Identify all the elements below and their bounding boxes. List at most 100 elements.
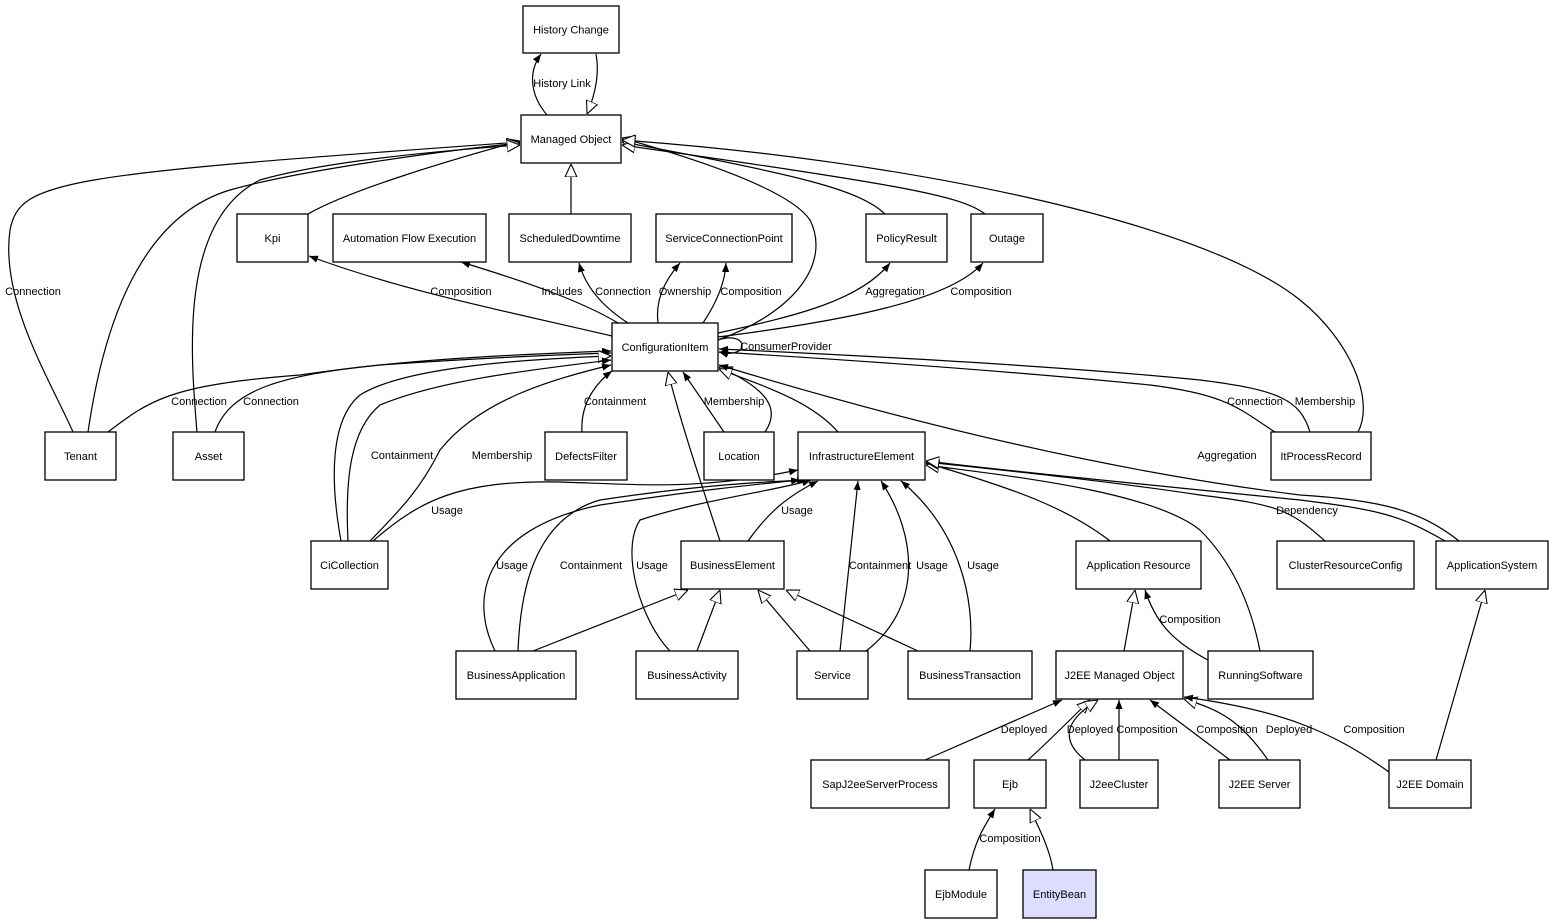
class-box — [635, 650, 739, 700]
edge-configuration-item-to-service-connection-point — [656, 262, 681, 324]
class-name: ScheduledDowntime — [520, 233, 621, 245]
class-node-outage[interactable]: Outage — [970, 213, 1044, 263]
class-box — [172, 431, 245, 481]
class-name: Automation Flow Execution — [343, 233, 476, 245]
class-node-policy-result[interactable]: PolicyResult — [865, 213, 948, 263]
edge-label: Usage — [496, 560, 528, 572]
class-node-business-application[interactable]: BusinessApplication — [455, 650, 577, 700]
class-name: Tenant — [64, 451, 97, 463]
edge-label: Composition — [720, 286, 781, 298]
class-node-infrastructure-element[interactable]: InfrastructureElement — [797, 431, 926, 481]
edge-label: Connection — [243, 396, 299, 408]
class-box — [1079, 759, 1159, 809]
class-box — [522, 5, 620, 54]
edge-configuration-item-to-configuration-item — [717, 337, 743, 358]
edge-label: Usage — [967, 560, 999, 572]
class-node-configuration-item[interactable]: ConfigurationItem — [611, 322, 719, 372]
edge-cluster-resource-config-to-infrastructure-element — [926, 462, 1326, 542]
class-name: RunningSoftware — [1218, 670, 1302, 682]
class-node-defects-filter[interactable]: DefectsFilter — [544, 431, 628, 481]
edge-j2ee-cluster-to-j2-ee-managed-object — [1068, 700, 1098, 761]
edge-business-transaction-to-infrastructure-element — [900, 480, 972, 652]
edge-label: Usage — [781, 505, 813, 517]
class-node-asset[interactable]: Asset — [172, 431, 245, 481]
edge-label: Deployed — [1001, 724, 1047, 736]
class-node-service-connection-point[interactable]: ServiceConnectionPoint — [655, 213, 793, 263]
edge-label: Membership — [472, 450, 533, 462]
class-node-business-activity[interactable]: BusinessActivity — [635, 650, 739, 700]
edge-label: Composition — [1116, 724, 1177, 736]
class-node-ci-collection[interactable]: CiCollection — [310, 540, 389, 590]
class-node-j2-ee-managed-object[interactable]: J2EE Managed Object — [1055, 650, 1184, 700]
class-box — [655, 213, 793, 263]
edge-configuration-item-to-automation-flow-execution — [460, 261, 619, 324]
class-box — [1276, 540, 1415, 590]
class-node-business-transaction[interactable]: BusinessTransaction — [907, 650, 1033, 700]
class-box — [703, 431, 775, 481]
class-node-it-process-record[interactable]: ItProcessRecord — [1270, 431, 1372, 481]
class-node-j2ee-cluster[interactable]: J2eeCluster — [1079, 759, 1159, 809]
edge-label: Includes — [542, 286, 583, 298]
edge-business-activity-to-business-element — [696, 590, 720, 652]
class-node-business-element[interactable]: BusinessElement — [680, 540, 785, 590]
class-node-j2-ee-domain[interactable]: J2EE Domain — [1388, 759, 1472, 809]
class-name: BusinessElement — [690, 560, 775, 572]
edge-business-element-to-configuration-item — [668, 372, 721, 542]
class-name: Outage — [989, 233, 1025, 245]
edge-label: Composition — [1196, 724, 1257, 736]
edge-ci-collection-to-infrastructure-element — [372, 468, 799, 542]
class-node-cluster-resource-config[interactable]: ClusterResourceConfig — [1276, 540, 1415, 590]
class-node-entity-bean[interactable]: EntityBean — [1022, 869, 1097, 919]
edge-label: Membership — [1295, 396, 1356, 408]
class-node-history-change[interactable]: History Change — [522, 5, 620, 54]
class-node-ejb-module[interactable]: EjbModule — [924, 869, 998, 919]
class-name: Location — [718, 451, 760, 463]
class-box — [508, 213, 632, 263]
class-node-application-resource[interactable]: Application Resource — [1075, 540, 1202, 590]
edge-j2-ee-server-to-j2-ee-managed-object — [1184, 699, 1269, 761]
edge-business-element-to-infrastructure-element — [747, 480, 819, 542]
edge-running-software-to-infrastructure-element — [926, 465, 1261, 652]
class-name: EjbModule — [935, 889, 987, 901]
edge-label: Deployed — [1067, 724, 1113, 736]
class-box — [796, 650, 869, 700]
edge-location-to-configuration-item — [682, 371, 725, 433]
edge-configuration-item-to-outage — [717, 262, 984, 338]
edge-outage-to-managed-object — [622, 145, 986, 215]
class-name: Ejb — [1002, 779, 1018, 791]
edge-label: Ownership — [659, 286, 712, 298]
class-box — [611, 322, 719, 372]
class-name: BusinessApplication — [467, 670, 565, 682]
edge-label: Composition — [1159, 614, 1220, 626]
edge-label: Usage — [636, 560, 668, 572]
class-node-tenant[interactable]: Tenant — [44, 431, 117, 481]
class-name: Managed Object — [531, 134, 612, 146]
class-node-managed-object[interactable]: Managed Object — [520, 114, 622, 164]
edge-configuration-item-to-policy-result — [717, 262, 891, 334]
class-node-sap-j2ee-server-process[interactable]: SapJ2eeServerProcess — [810, 759, 950, 809]
class-name: ApplicationSystem — [1447, 560, 1538, 572]
edge-j2-ee-domain-to-j2-ee-managed-object — [1183, 694, 1390, 773]
class-node-automation-flow-execution[interactable]: Automation Flow Execution — [332, 213, 487, 263]
class-name: SapJ2eeServerProcess — [822, 779, 938, 791]
edge-label: Connection — [595, 286, 651, 298]
class-box — [797, 431, 926, 481]
class-node-scheduled-downtime[interactable]: ScheduledDowntime — [508, 213, 632, 263]
edge-sap-j2ee-server-process-to-j2-ee-managed-object — [924, 699, 1063, 761]
edge-label: Aggregation — [1197, 450, 1256, 462]
edge-business-application-to-infrastructure-element — [517, 476, 807, 652]
edge-label: Aggregation — [865, 286, 924, 298]
class-box — [310, 540, 389, 590]
class-node-application-system[interactable]: ApplicationSystem — [1435, 540, 1549, 590]
class-node-ejb[interactable]: Ejb — [973, 759, 1047, 809]
edge-label: Usage — [916, 560, 948, 572]
class-node-j2-ee-server[interactable]: J2EE Server — [1218, 759, 1301, 809]
class-node-service[interactable]: Service — [796, 650, 869, 700]
class-box — [236, 213, 309, 263]
edge-tenant-to-configuration-item — [107, 347, 612, 433]
class-node-running-software[interactable]: RunningSoftware — [1207, 650, 1314, 700]
class-node-location[interactable]: Location — [703, 431, 775, 481]
class-node-kpi[interactable]: Kpi — [236, 213, 309, 263]
